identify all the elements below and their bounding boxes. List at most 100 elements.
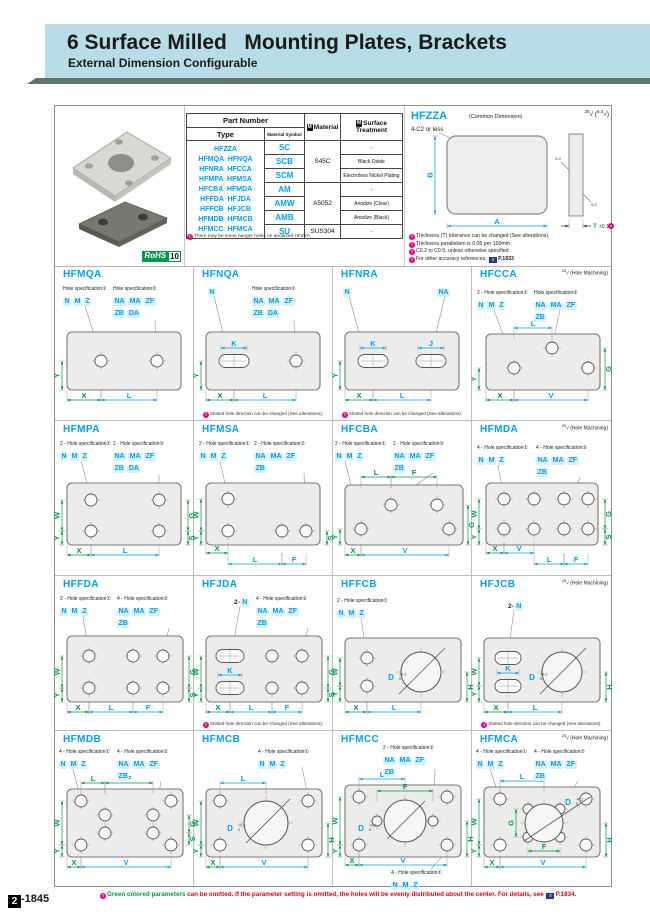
part-name: HFMCC [341, 734, 380, 745]
product-photo-panel: RoHS 10 [55, 106, 185, 266]
hole [82, 649, 96, 663]
hole [156, 681, 170, 695]
hole-spec-row: ZB [117, 769, 168, 781]
dim-label: L [533, 703, 538, 712]
rohs-number: 10 [168, 251, 181, 262]
col-header-type: Type [186, 127, 265, 141]
part-name: HFCCA [480, 269, 517, 280]
dim-label: L [109, 703, 114, 712]
hole-spec-box: N [391, 882, 400, 890]
surface-treatment-cell: Electroless Nickel Plating [340, 168, 403, 183]
dim-label: L [91, 774, 96, 783]
dim-label: W [192, 511, 201, 519]
hole-spec-title: 4 - Hole specification① [258, 749, 309, 755]
dim-label: Y [192, 692, 201, 697]
hole-spec-box: MA [271, 608, 286, 616]
footnote-red-text: can be omitted. If the parameter setting… [185, 891, 546, 898]
dim-label: X [492, 544, 497, 553]
hole-machining-roughness-icon: 25√ (Hole Machining) [561, 733, 608, 742]
hole-spec-box: M [487, 302, 496, 310]
hole-spec-box: M [209, 453, 218, 461]
dim-label: X [356, 391, 361, 400]
hole [440, 790, 454, 804]
dim-label: Y [470, 691, 479, 696]
hole [213, 838, 227, 852]
dim-label: 0 [576, 802, 578, 806]
type-list-cell: HFZZA HFMQA HFNQA HFNRA HFCCA HFMPA HFMS… [186, 140, 265, 239]
material-symbol-cell: AMW [264, 196, 305, 211]
dim-label: V [516, 544, 521, 553]
dim-label: Y [53, 535, 62, 540]
hole-spec-box: N [208, 289, 217, 297]
plate-outline [344, 484, 464, 546]
dim-label: +0.2 [576, 798, 584, 802]
surface-roughness-symbol: 25√ (6.3√) [584, 109, 609, 119]
hole-spec-box: M [70, 453, 79, 461]
col-header-material-symbol: Material Symbol [264, 127, 305, 141]
dim-label: X [75, 703, 80, 712]
hole-spec-box: N [477, 302, 486, 310]
hole-spec-title: 4 - Hole specification① [391, 870, 442, 876]
plate-outline [66, 482, 182, 546]
alteration-icon: T [202, 722, 209, 728]
dim-label: L [123, 546, 128, 555]
hole [352, 790, 366, 804]
dim-label: S [604, 534, 613, 539]
hole [74, 794, 88, 808]
hole-spec-box: M [401, 882, 410, 890]
dim-label: 0 [369, 828, 371, 832]
hole-spec-box: Z [278, 761, 287, 769]
part-name: HFNQA [202, 269, 240, 280]
hole-spec-title: 2 - Hole specification① [199, 441, 250, 447]
hole-specification: NA [437, 285, 452, 297]
hole [289, 354, 303, 368]
hole-spec-title: 2 - Hole specification① [337, 598, 388, 604]
hole-spec-title: 2 - Hole specification① [477, 290, 528, 296]
hole-spec-box: N [199, 453, 208, 461]
reference-book-icon: ≡ [489, 256, 498, 263]
hole-spec-box: MA [398, 757, 413, 765]
dim-label: F [285, 703, 290, 712]
hole-spec-row: NA [437, 285, 452, 297]
material-cell: S45C [304, 140, 341, 183]
hole-spec-box: NA [534, 761, 548, 769]
hole [156, 649, 170, 663]
hole [146, 826, 160, 840]
alteration-icon: T [409, 234, 415, 240]
hole [581, 361, 595, 375]
hole [164, 838, 178, 852]
dim-label: ±0.1 [599, 224, 609, 230]
hole [94, 354, 108, 368]
hole-spec-box: NA [256, 608, 270, 616]
hole-spec-title: 4 - Hole specification① [59, 749, 110, 755]
dim-label: X [489, 858, 494, 867]
